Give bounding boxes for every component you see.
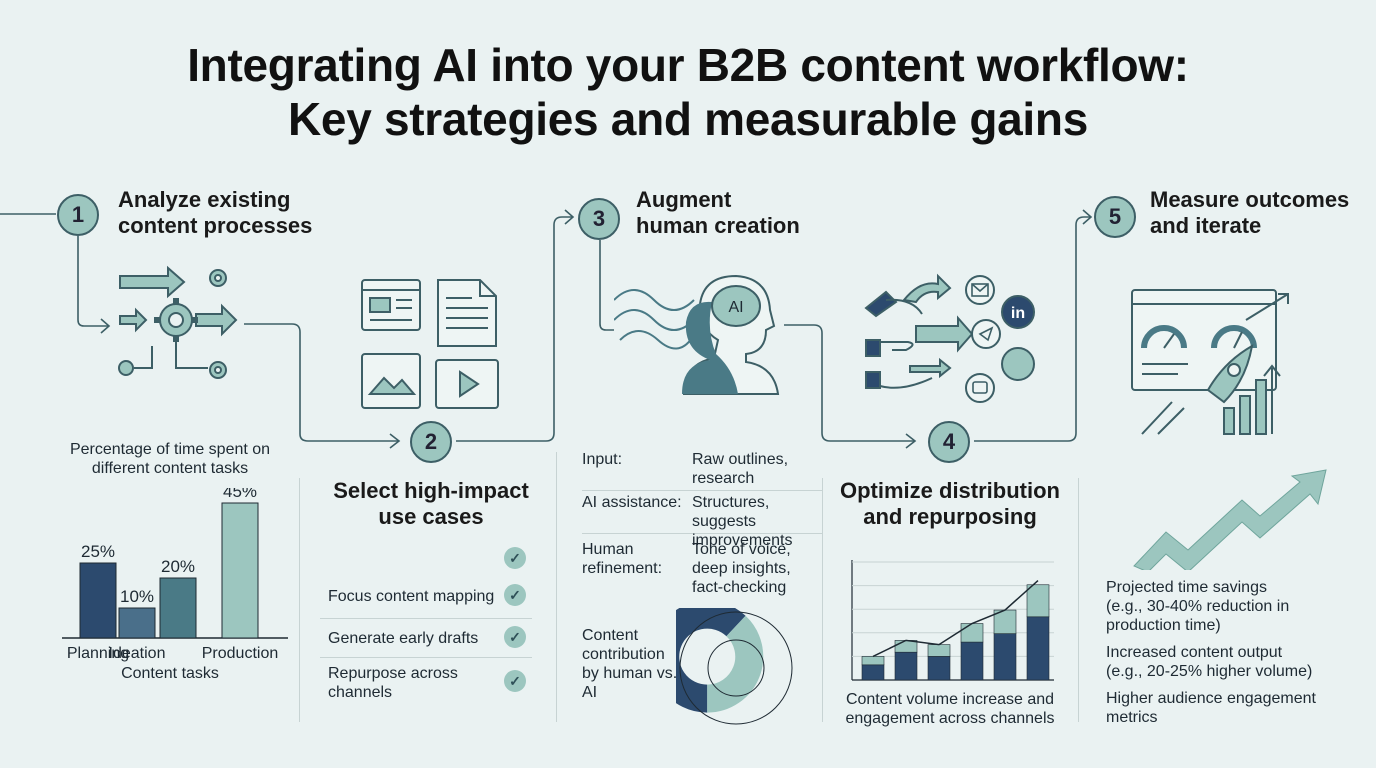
step-4-title: Optimize distribution and repurposing: [840, 478, 1060, 529]
step-2-badge: 2: [410, 421, 452, 463]
connector-3-4: [784, 324, 914, 442]
data-label: 10%: [120, 587, 154, 606]
bar: [159, 577, 197, 639]
step-1-title: Analyze existing content processes: [118, 187, 313, 238]
divider: [299, 478, 300, 722]
volume-chart-title: Content volume increase and engagement a…: [845, 691, 1055, 727]
data-label: 45%: [223, 488, 257, 501]
donut-inner-outline: [707, 639, 765, 697]
growth-arrow-icon: [1133, 469, 1327, 570]
ai-head-label: AI: [728, 299, 743, 316]
stacked-bar-segment: [1026, 584, 1050, 618]
donut-slice: [676, 608, 746, 713]
use-case-item: Focus content mapping ✓: [320, 578, 532, 619]
title-line-2: Key strategies and measurable gains: [288, 93, 1088, 145]
outcomes-list: Projected time savings (e.g., 30-40% red…: [1106, 578, 1356, 727]
step-3-badge: 3: [578, 198, 620, 240]
distribution-icon: in: [864, 273, 1035, 403]
step-5-badge: 5: [1094, 196, 1136, 238]
use-case-list: Focus content mapping ✓ Generate early d…: [320, 578, 532, 706]
divider: [1078, 478, 1079, 722]
stacked-bar-segment: [993, 633, 1017, 681]
stacked-bar-segment: [960, 623, 984, 643]
check-icon: ✓: [504, 626, 526, 648]
tick-label: Ideation: [109, 645, 166, 662]
stacked-bar-segment: [894, 651, 918, 681]
stacked-bar-segment: [960, 641, 984, 681]
check-icon: ✓: [504, 584, 526, 606]
page-title: Integrating AI into your B2B content wor…: [0, 38, 1376, 146]
connector-1-2: [244, 323, 398, 442]
connector-1-icons: [77, 236, 108, 327]
process-row: Human refinement: Tone of voice, deep in…: [582, 541, 791, 596]
content-formats-icon: [361, 279, 499, 409]
step-1-badge: 1: [57, 194, 99, 236]
data-label: 20%: [161, 557, 195, 576]
outcome-item: Increased content output (e.g., 20-25% h…: [1106, 644, 1313, 680]
donut-outline: [679, 611, 793, 725]
outcome-item: Projected time savings (e.g., 30-40% red…: [1106, 579, 1290, 634]
step-5-title: Measure outcomes and iterate: [1150, 187, 1350, 238]
stacked-bar-segment: [927, 656, 951, 681]
volume-stacked-bar-chart: [851, 560, 1054, 681]
connector-4-5: [974, 216, 1090, 442]
title-line-1: Integrating AI into your B2B content wor…: [187, 39, 1189, 91]
donut-title: Content contribution by human vs. AI: [582, 627, 678, 701]
stacked-bar-segment: [1026, 616, 1050, 681]
ai-process-table: Input: Raw outlines, research AI assista…: [582, 450, 822, 596]
chart1-title: Percentage of time spent on different co…: [69, 441, 271, 477]
check-icon: ✓: [504, 547, 526, 569]
ai-head-icon: AI: [614, 274, 780, 395]
time-spent-bar-chart: 25% Planning 10% Ideation 20% 45% ProductionCo…: [62, 488, 288, 682]
use-case-item: Repurpose across channels ✓: [320, 658, 532, 706]
x-axis-label: Content tasks: [121, 665, 219, 682]
bar: [221, 502, 259, 639]
stacked-bar-segment: [861, 664, 885, 681]
connector-2-3: [456, 216, 572, 442]
stacked-bar-segment: [861, 656, 885, 666]
tick-label: Planning: [67, 645, 129, 662]
bar: [79, 562, 117, 639]
step-4-badge: 4: [928, 421, 970, 463]
stacked-bar-segment: [894, 640, 918, 653]
donut-slice: [706, 615, 764, 713]
process-gears-icon: [118, 265, 238, 379]
bar: [118, 607, 156, 639]
trend-line: [872, 579, 1039, 658]
contribution-donut-chart: [676, 608, 793, 725]
step-2-title: Select high-impact use cases: [333, 478, 529, 529]
check-icon: ✓: [504, 670, 526, 692]
use-case-item: Generate early drafts ✓: [320, 619, 532, 658]
data-label: 25%: [81, 542, 115, 561]
tick-label: Production: [202, 645, 279, 662]
dashboard-rocket-icon: [1131, 289, 1289, 435]
divider: [556, 452, 557, 722]
stacked-bar-segment: [927, 644, 951, 657]
step-3-title: Augment human creation: [636, 187, 800, 238]
divider: [822, 478, 823, 722]
outcome-item: Higher audience engagement metrics: [1106, 690, 1316, 726]
process-row: AI assistance: Structures, suggests impr…: [582, 491, 822, 549]
process-row: Input: Raw outlines, research: [582, 450, 822, 491]
connector-3-icons: [599, 240, 614, 331]
svg-text:in: in: [1011, 305, 1025, 322]
